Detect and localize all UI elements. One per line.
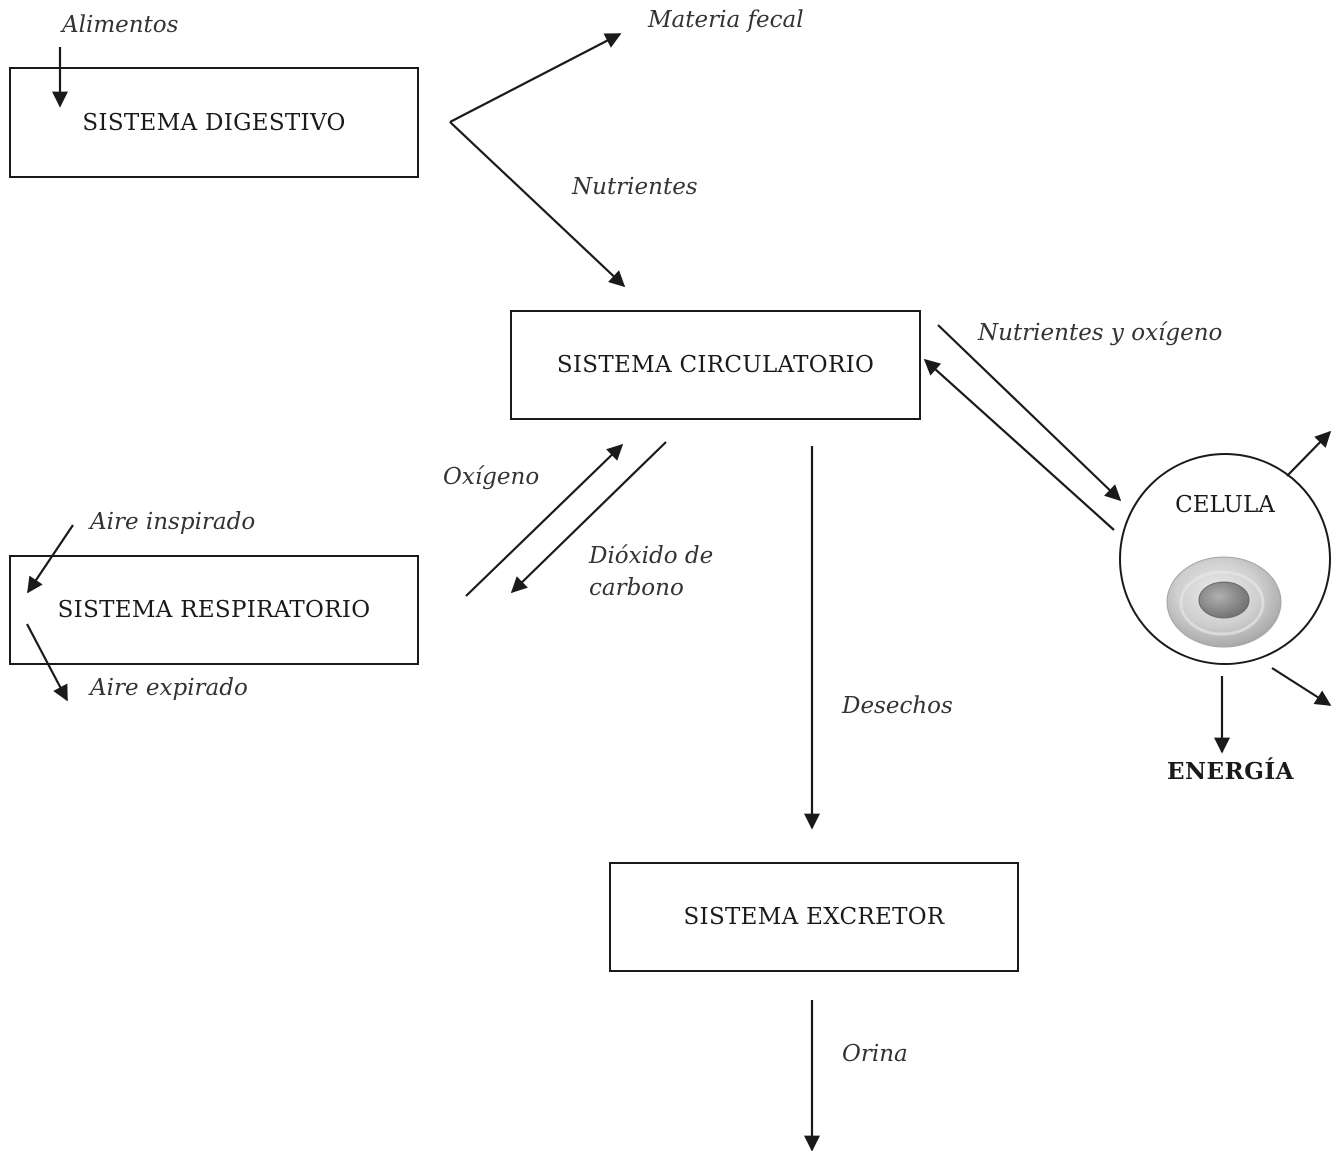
label-nutrientes-oxigeno: Nutrientes y oxígeno [978,320,1223,346]
label-nutrientes: Nutrientes [572,174,698,200]
circulatory-system-box: SISTEMA CIRCULATORIO [510,310,921,420]
label-materia-fecal: Materia fecal [648,7,804,33]
arrow-from-cell [923,358,1115,531]
cell-circle [1119,453,1331,665]
label-dioxido-line2: carbono [589,574,684,601]
label-dioxido-line1: Dióxido de [589,543,714,569]
excretory-system-label: SISTEMA EXCRETOR [683,904,945,930]
digestive-system-box: SISTEMA DIGESTIVO [9,67,419,178]
label-oxigeno: Oxígeno [443,464,540,490]
arrow-dioxido [510,441,667,594]
arrow-aire-inspirado [27,524,74,594]
label-aire-inspirado: Aire inspirado [90,509,256,535]
label-desechos: Desechos [842,693,953,719]
arrow-cell-upper-right [1286,430,1332,477]
respiratory-system-box: SISTEMA RESPIRATORIO [9,555,419,665]
energy-label: ENERGÍA [1167,758,1294,785]
label-orina: Orina [842,1041,908,1067]
digestive-system-label: SISTEMA DIGESTIVO [82,109,346,136]
respiratory-system-label: SISTEMA RESPIRATORIO [57,597,371,623]
arrow-nutrientes [449,121,626,288]
label-alimentos: Alimentos [62,12,179,38]
cell-title: CELULA [1175,492,1275,518]
arrow-to-cell [937,324,1122,502]
arrow-materia-fecal [449,33,622,123]
label-aire-expirado: Aire expirado [90,675,248,701]
arrow-oxigeno [465,443,624,597]
arrow-cell-lower-right [1271,667,1332,706]
circulatory-system-label: SISTEMA CIRCULATORIO [556,352,875,378]
excretory-system-box: SISTEMA EXCRETOR [609,862,1019,972]
arrow-aire-expirado [26,623,68,702]
label-dioxido-carbono: Dióxido de carbono [589,541,713,604]
